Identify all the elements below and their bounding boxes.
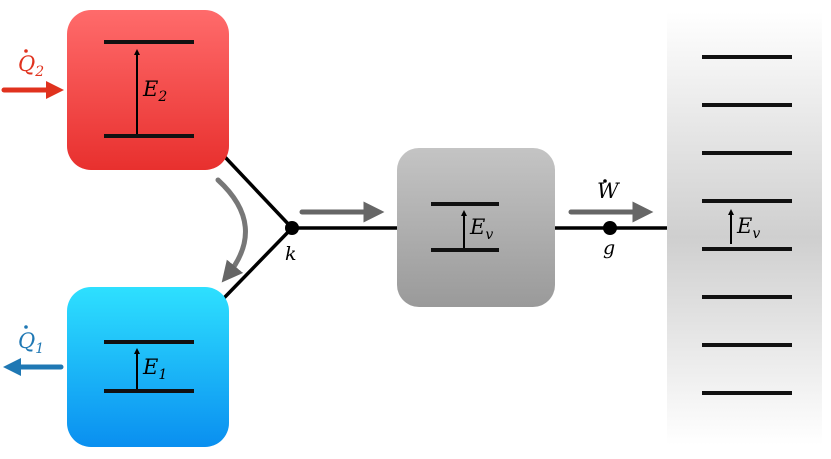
coupling-node-g xyxy=(603,221,617,235)
engine-gap-label: Ev xyxy=(469,215,493,243)
cycle-arrow xyxy=(215,177,248,283)
coupling-label-g: g xyxy=(603,237,615,259)
work-reservoir xyxy=(667,12,822,445)
heat-in-label: Q2 xyxy=(18,52,44,80)
hot-gap-label: E2 xyxy=(142,77,167,105)
heat-in-arrowhead xyxy=(46,81,64,99)
engine-box xyxy=(397,148,555,307)
heat-in-dot xyxy=(24,49,28,53)
work-label: W xyxy=(597,179,621,203)
heat-out-arrowhead xyxy=(3,358,21,376)
work-energy-levels xyxy=(702,55,792,395)
coupling-node-k xyxy=(285,221,299,235)
work-gap-label: Ev xyxy=(736,214,760,242)
cold-gap-label: E1 xyxy=(142,355,167,383)
heat-out-label: Q1 xyxy=(18,329,44,357)
heat-out-dot xyxy=(24,325,28,329)
coupling-label-k: k xyxy=(285,243,297,265)
wire-cold xyxy=(222,226,294,300)
hot-reservoir xyxy=(67,10,229,170)
work-dot xyxy=(603,179,607,183)
cold-reservoir xyxy=(67,287,229,447)
wire-hot xyxy=(222,154,294,230)
